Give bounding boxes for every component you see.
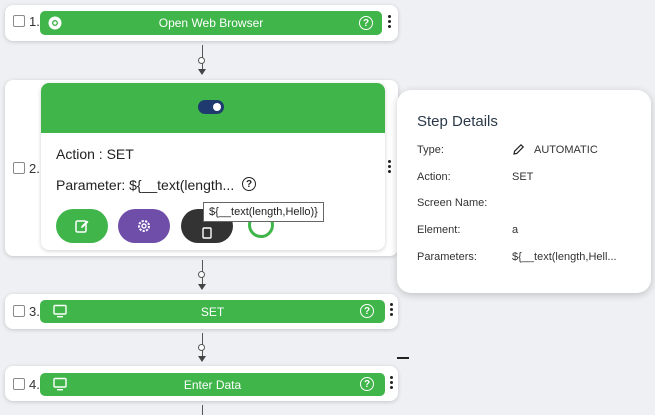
connector-node <box>198 57 205 64</box>
parameter-help-icon[interactable]: ? <box>242 177 256 191</box>
step-1-help-icon[interactable]: ? <box>359 16 373 30</box>
monitor-icon <box>53 377 67 396</box>
step-3-menu-icon[interactable] <box>390 303 394 316</box>
step-details-title: Step Details <box>417 113 498 130</box>
step-1-label: Open Web Browser <box>158 16 264 30</box>
parameter-tooltip: ${__text(length,Hello)} <box>203 202 324 222</box>
step-4-checkbox[interactable] <box>13 378 25 390</box>
step-1-action-bar[interactable]: Open Web Browser <box>40 11 382 35</box>
step-1-number: 1. <box>29 14 40 29</box>
step-3-label: SET <box>200 304 225 319</box>
step-4-number: 4. <box>29 377 40 392</box>
step-1-checkbox[interactable] <box>13 15 25 27</box>
edit-icon <box>75 220 89 233</box>
details-key-parameters: Parameters: <box>417 251 477 263</box>
details-value-parameters: ${__text(length,Hell... <box>512 251 617 263</box>
toggle-knob <box>213 103 221 111</box>
step-2-parameter-text: Parameter: ${__text(length... <box>56 177 235 193</box>
step-2-expanded-card <box>41 83 385 250</box>
step-3-action-bar[interactable]: SET <box>40 300 385 323</box>
step-3-help-icon[interactable]: ? <box>360 304 374 318</box>
details-value-action: SET <box>512 171 534 183</box>
step-2-number: 2. <box>29 161 40 176</box>
details-key-action: Action: <box>417 171 451 183</box>
trash-icon <box>202 227 212 239</box>
gear-icon <box>138 220 150 232</box>
pencil-icon <box>512 143 525 161</box>
step-details-panel <box>397 90 651 293</box>
step-2-action-text: Action : SET <box>56 146 134 162</box>
step-2-toggle[interactable] <box>198 100 224 114</box>
connector-node <box>198 344 205 351</box>
step-settings-button[interactable] <box>118 209 170 243</box>
details-value-element: a <box>512 224 519 236</box>
step-1-menu-icon[interactable] <box>388 15 392 28</box>
step-2-checkbox[interactable] <box>13 162 25 174</box>
stray-dash <box>397 357 409 359</box>
connector-arrow <box>198 284 206 290</box>
step-3-checkbox[interactable] <box>13 305 25 317</box>
details-key-type: Type: <box>417 144 444 156</box>
connector-node <box>198 271 205 278</box>
chrome-icon <box>48 16 62 35</box>
step-4-help-icon[interactable]: ? <box>360 377 374 391</box>
step-4-menu-icon[interactable] <box>390 376 394 389</box>
connector-arrow <box>198 69 206 75</box>
step-2-header <box>41 83 385 133</box>
step-2-menu-icon[interactable] <box>388 160 392 173</box>
details-key-element: Element: <box>417 224 461 236</box>
details-key-screen-name: Screen Name: <box>417 197 488 209</box>
connector-arrow <box>198 356 206 362</box>
connector-line <box>202 405 203 415</box>
step-4-action-bar[interactable]: Enter Data <box>40 373 385 396</box>
step-3-number: 3. <box>29 304 40 319</box>
edit-step-button[interactable] <box>56 209 108 243</box>
monitor-icon <box>53 304 67 323</box>
tooltip-text: ${__text(length,Hello)} <box>209 206 318 218</box>
details-value-type: AUTOMATIC <box>534 144 598 156</box>
step-4-label: Enter Data <box>183 377 242 392</box>
